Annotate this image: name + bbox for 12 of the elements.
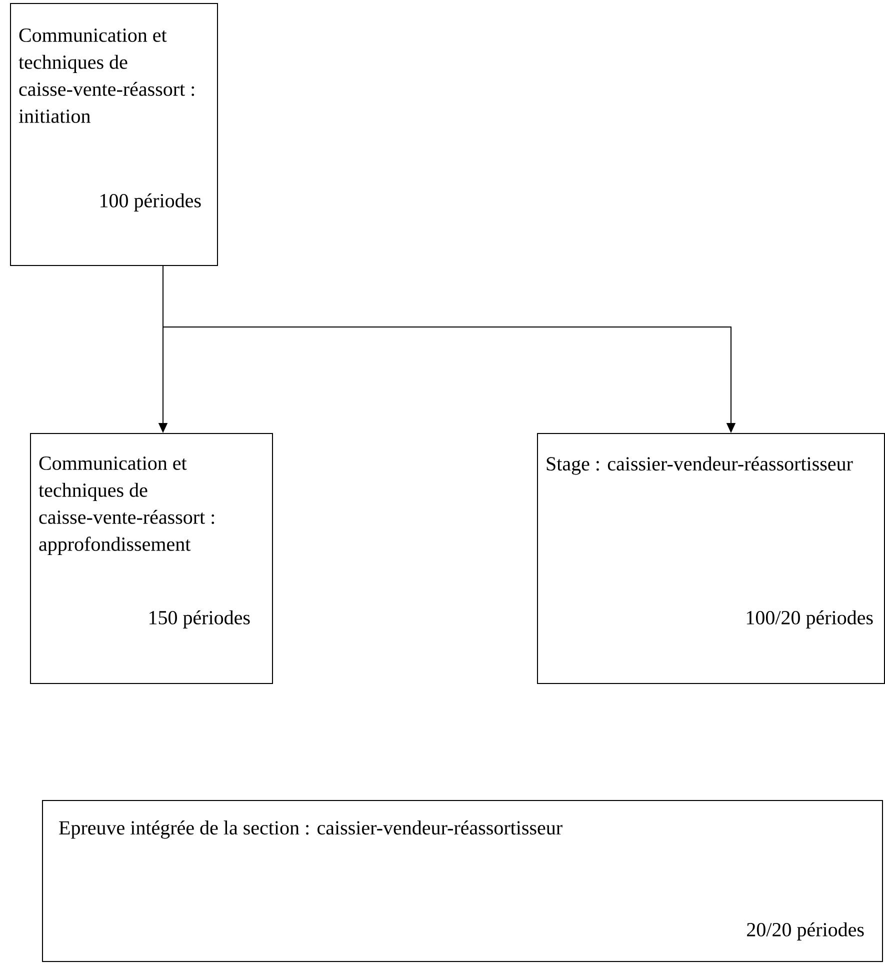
course-box: [42, 800, 883, 962]
box-title: Epreuve intégrée de la section : caissier-vendeur-réassortisseur: [59, 820, 562, 839]
course-box: [537, 433, 885, 684]
box-title: Communication et techniques de caisse-vente-réassort : approfondissement: [38, 456, 214, 555]
box-title: Stage : caissier-vendeur-réassortisseur: [546, 456, 853, 475]
course-box: [30, 433, 273, 684]
period-count: 150 périodes: [150, 610, 250, 628]
period-count: 100 périodes: [100, 193, 201, 212]
course-box: [10, 3, 218, 266]
box-title: Communication et techniques de caisse-vente-réassort : initiation: [18, 28, 194, 123]
period-count: 100/20 périodes: [746, 610, 873, 628]
period-count: 20/20 périodes: [747, 922, 864, 940]
